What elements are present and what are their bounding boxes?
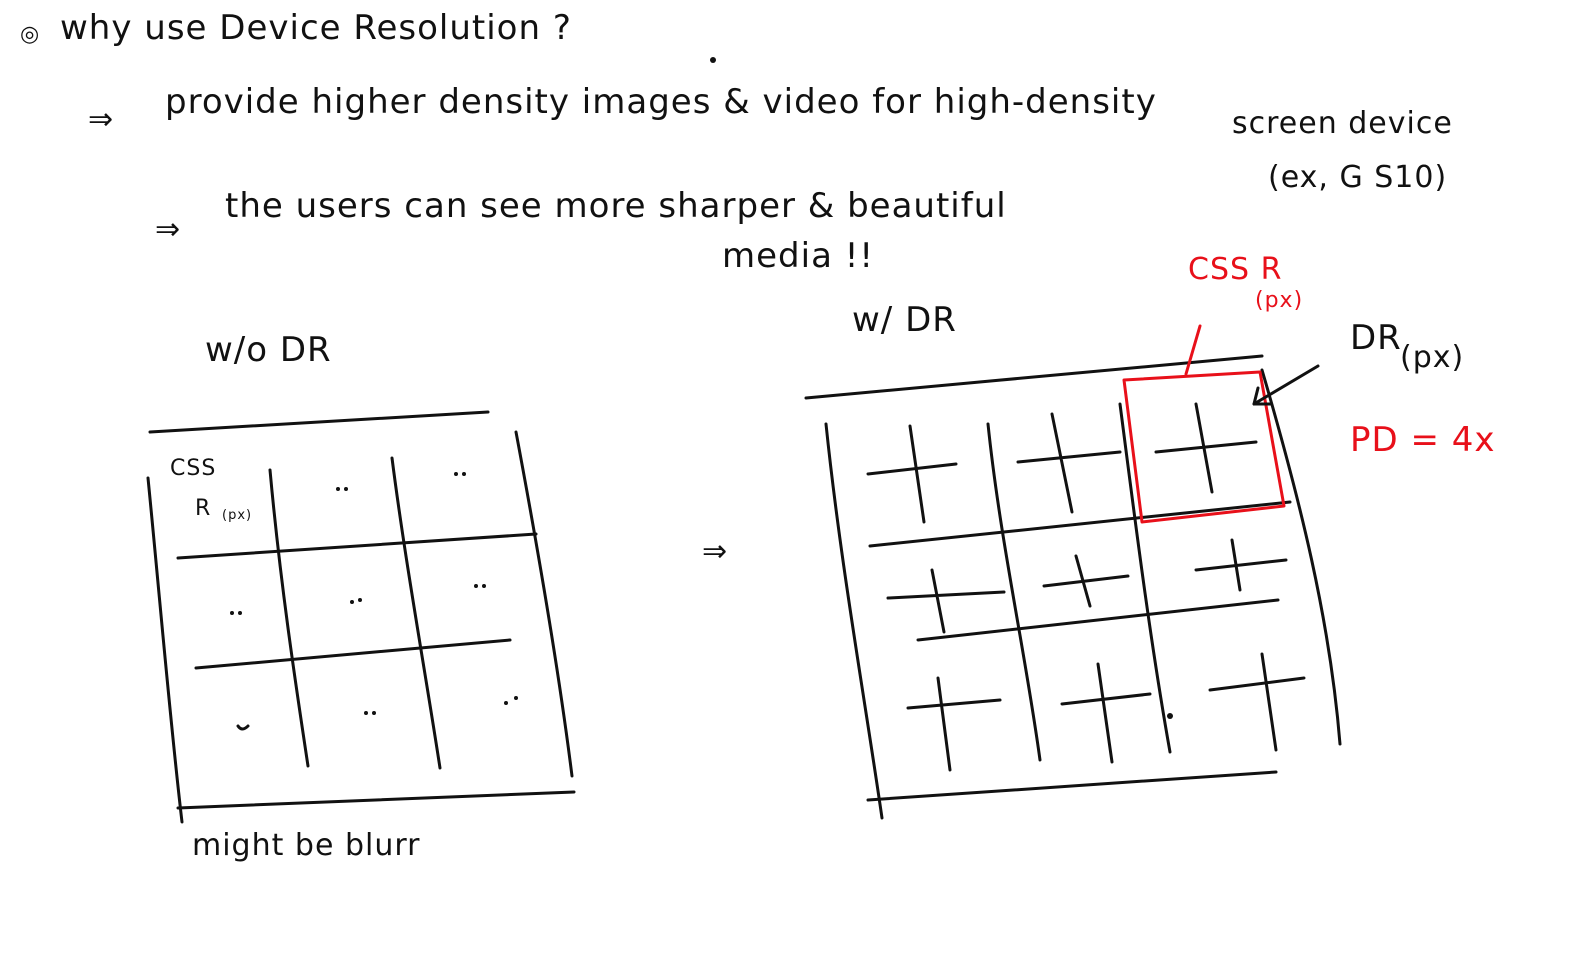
page-title: why use Device Resolution ?: [60, 8, 572, 48]
left-grid-row-2: [194, 638, 512, 670]
css-label-leader: [1184, 324, 1202, 376]
pixel-cross: [1194, 538, 1288, 592]
css-pixel-highlight: [1122, 370, 1286, 524]
pixel-cross: [1154, 402, 1258, 494]
pixel-cross: [1016, 412, 1122, 514]
right-grid-row-2: [916, 598, 1280, 642]
right-grid-col-2: [1118, 402, 1172, 754]
ink-dot: [710, 57, 716, 63]
left-grid-title: w/o DR: [205, 330, 332, 370]
right-grid-top-line: [804, 354, 1264, 400]
pixel-cross: [906, 676, 1002, 772]
right-grid-bottom-border: [866, 770, 1278, 802]
left-grid-row-1: [176, 532, 538, 560]
left-grid-right-border: [514, 430, 574, 778]
right-grid-col-1: [986, 422, 1042, 762]
arrow-icon: ⇒: [155, 212, 182, 247]
bullet-icon: ◎: [20, 22, 41, 47]
point-2-continuation: media !!: [722, 236, 874, 276]
transition-arrow-icon: ⇒: [702, 534, 729, 569]
right-grid: [804, 324, 1342, 820]
pixel-cross: [1208, 652, 1306, 752]
point-2-text: the users can see more sharper & beautif…: [225, 186, 1007, 226]
point-1-text: provide higher density images & video fo…: [165, 82, 1157, 122]
right-grid-title: w/ DR: [852, 300, 957, 340]
example-note: (ex, G S10): [1268, 160, 1448, 195]
left-grid-left-border: [146, 476, 184, 824]
left-grid-bottom-border: [176, 790, 576, 810]
device-resolution-unit: (px): [1400, 340, 1465, 375]
dr-pointer-arrow: [1252, 364, 1320, 406]
right-grid-right-border: [1260, 368, 1342, 746]
cell-label-css: CSS: [170, 456, 217, 481]
left-grid-caption: might be blurr: [192, 828, 421, 863]
pixel-cross: [866, 424, 958, 524]
pixel-density-label: PD = 4x: [1350, 420, 1496, 460]
point-1-continuation: screen device: [1232, 106, 1453, 141]
cell-label-r: R: [195, 496, 212, 521]
left-grid: [146, 410, 576, 824]
arrow-icon: ⇒: [88, 102, 115, 137]
css-resolution-label: CSS R: [1188, 252, 1283, 287]
pixel-cross: [1042, 554, 1130, 608]
pixel-cross: [1060, 662, 1152, 764]
device-resolution-label: DR: [1350, 318, 1402, 358]
right-grid-left-border: [824, 422, 884, 820]
cell-label-unit: (px): [222, 508, 253, 523]
left-grid-col-2: [390, 456, 442, 770]
pixel-cross: [886, 568, 1006, 634]
css-resolution-unit: (px): [1255, 288, 1304, 313]
left-grid-top-line: [148, 410, 490, 434]
left-grid-col-1: [268, 468, 310, 768]
right-grid-row-1: [868, 500, 1292, 548]
